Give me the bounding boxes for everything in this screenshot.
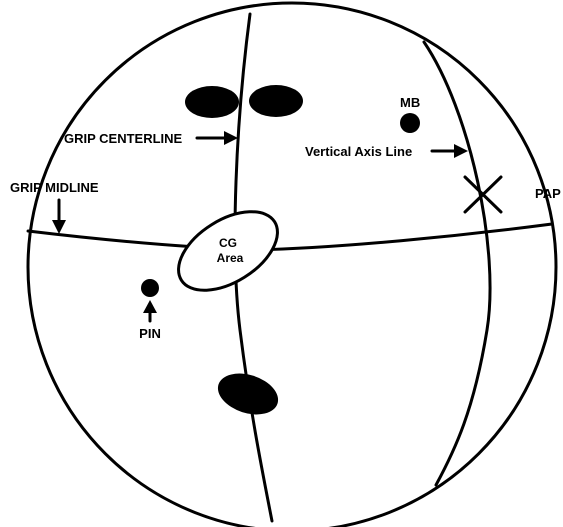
pin-arrow (143, 300, 157, 323)
finger-hole-left (185, 86, 239, 118)
grip-centerline-label: GRIP CENTERLINE (64, 131, 183, 146)
vertical-axis-line-label: Vertical Axis Line (305, 144, 412, 159)
grip-centerline-arrow (195, 131, 238, 145)
ball-outline (26, 1, 558, 527)
thumb-hole (217, 373, 279, 415)
pap-label: PAP (535, 186, 561, 201)
cg-area-ellipse (177, 210, 279, 292)
pin-dot (141, 279, 159, 297)
grip-centerline (233, 12, 274, 523)
cg-label-line2: Area (217, 251, 244, 265)
vertical-axis-arrow (430, 144, 468, 158)
grip-midline-arrow (52, 198, 66, 234)
vertical-axis-line (422, 40, 492, 487)
grip-midline (26, 222, 554, 252)
mb-label: MB (400, 95, 420, 110)
pin-label: PIN (139, 326, 161, 341)
cg-label-line1: CG (219, 236, 237, 250)
pap-x-marker (463, 175, 503, 214)
finger-hole-right (249, 85, 303, 117)
mb-dot (400, 113, 420, 133)
grip-midline-label: GRIP MIDLINE (10, 180, 99, 195)
